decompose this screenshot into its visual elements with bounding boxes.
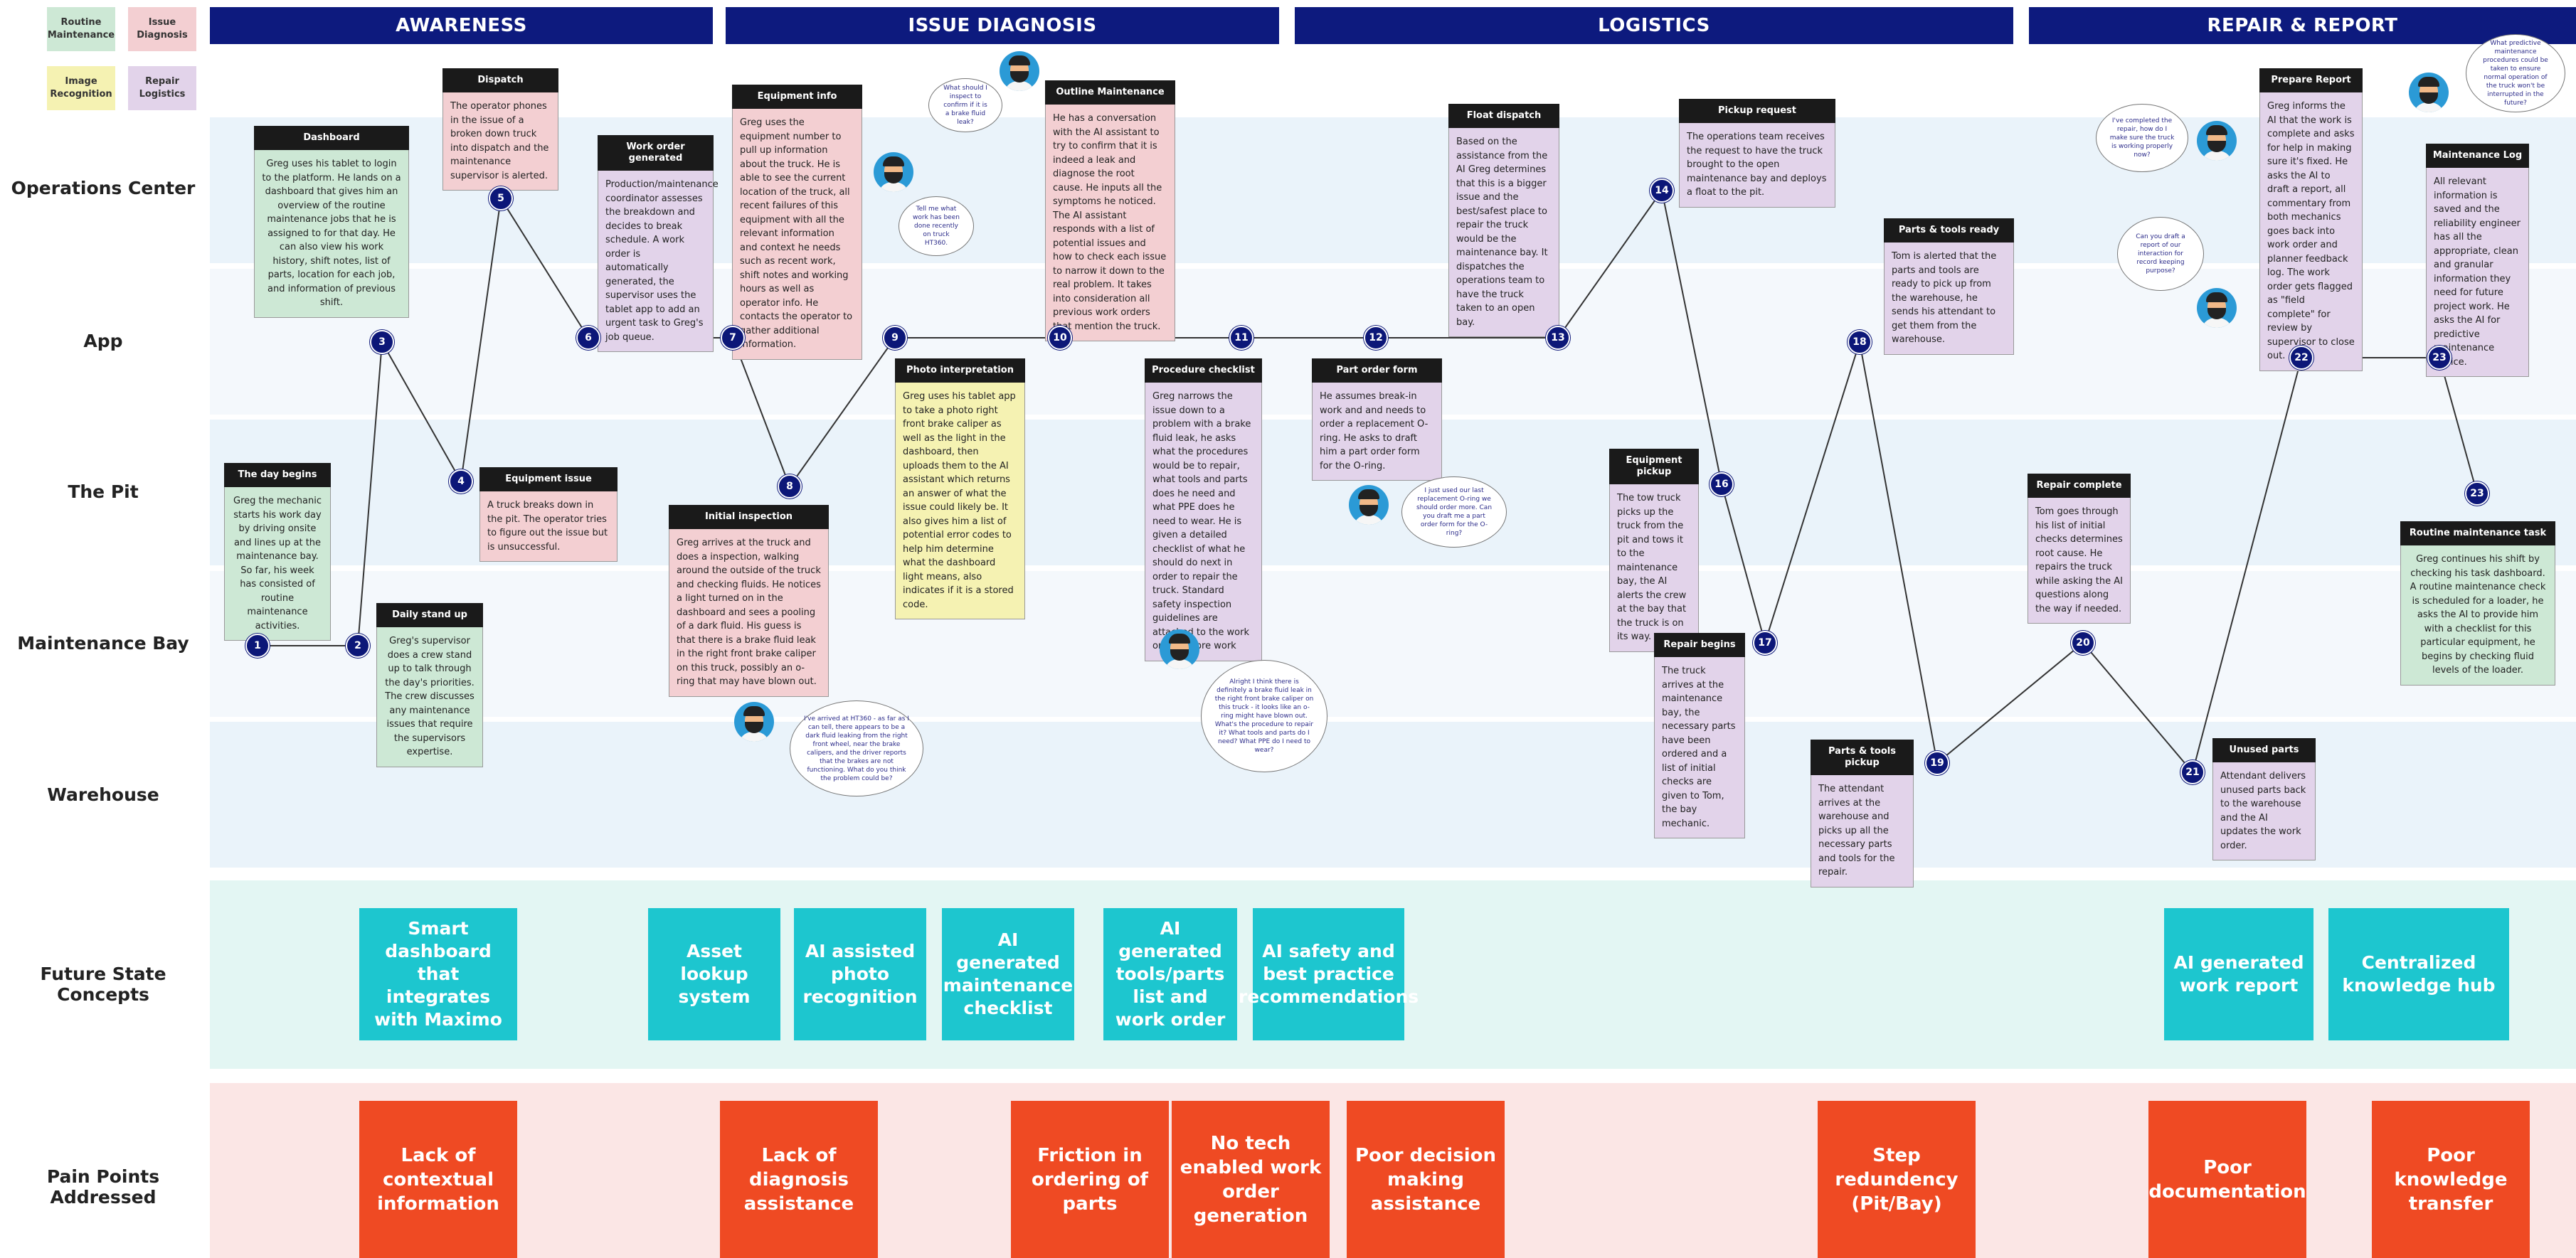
step-node[interactable]: 14 <box>1650 178 1674 203</box>
speech-bubble: What should I inspect to confirm if it i… <box>928 78 1002 132</box>
row-pain: Pain Points Addressed <box>46 1166 160 1208</box>
step-node[interactable]: 3 <box>370 330 394 354</box>
pain-point-box: No tech enabled work order generation <box>1172 1101 1330 1258</box>
mechanic-avatar-icon <box>734 702 774 742</box>
lane-bay <box>210 571 2576 717</box>
legend-repair: Repair Logistics <box>128 66 196 110</box>
phase-diagnosis: ISSUE DIAGNOSIS <box>726 7 1279 44</box>
speech-bubble: Alright I think there is definitely a br… <box>1201 660 1327 772</box>
speech-bubble: Tell me what work has been done recently… <box>899 196 974 256</box>
speech-bubble: I've completed the repair, how do I make… <box>2096 104 2188 172</box>
step-node[interactable]: 9 <box>883 326 907 350</box>
mechanic-avatar-icon <box>2197 288 2237 328</box>
mechanic-avatar-icon <box>1349 485 1389 525</box>
legend-image: Image Recognition <box>47 66 115 110</box>
pain-point-box: Lack of contextual information <box>359 1101 517 1258</box>
phase-repair: REPAIR & REPORT <box>2029 7 2576 44</box>
legend-routine: Routine Maintenance <box>47 7 115 51</box>
concept-box: AI assisted photo recognition <box>794 908 926 1040</box>
lane-warehouse <box>210 722 2576 868</box>
step-node[interactable]: 17 <box>1753 631 1777 655</box>
pain-point-box: Poor decision making assistance <box>1347 1101 1505 1258</box>
step-node[interactable]: 13 <box>1546 326 1570 350</box>
step-node[interactable]: 20 <box>2071 631 2095 655</box>
concept-box: AI generated tools/parts list and work o… <box>1103 908 1237 1040</box>
concept-box: AI safety and best practice recommendati… <box>1239 908 1419 1040</box>
mechanic-avatar-icon <box>2409 73 2449 112</box>
pain-point-box: Step redundency (Pit/Bay) <box>1818 1101 1976 1258</box>
pain-point-box: Friction in ordering of parts <box>1011 1101 1169 1258</box>
speech-bubble: Can you draft a report of our interactio… <box>2117 217 2204 291</box>
row-app: App <box>83 331 123 351</box>
mechanic-avatar-icon <box>874 152 913 192</box>
row-ops: Operations Center <box>11 178 196 198</box>
row-bay: Maintenance Bay <box>17 633 189 654</box>
step-node[interactable]: 5 <box>489 186 513 210</box>
step-node[interactable]: 7 <box>721 326 745 350</box>
row-future: Future State Concepts <box>40 964 166 1005</box>
mechanic-avatar-icon <box>1000 51 1039 91</box>
speech-bubble: I've arrived at HT360 - as far as I can … <box>790 700 923 796</box>
step-node[interactable]: 4 <box>449 469 473 494</box>
concept-box: Smart dashboard that integrates with Max… <box>359 908 517 1040</box>
step-node[interactable]: 12 <box>1364 326 1388 350</box>
step-node[interactable]: 1 <box>245 634 270 658</box>
step-node[interactable]: 19 <box>1925 751 1949 775</box>
concept-box: AI generated maintenance checklist <box>942 908 1074 1040</box>
step-node[interactable]: 2 <box>346 634 370 658</box>
mechanic-avatar-icon <box>1160 629 1199 669</box>
speech-bubble: I just used our last replacement O-ring … <box>1401 476 1507 548</box>
step-node[interactable]: 23 <box>2427 346 2452 370</box>
pain-point-box: Lack of diagnosis assistance <box>720 1101 878 1258</box>
step-node[interactable]: 21 <box>2180 760 2205 784</box>
concept-box: Asset lookup system <box>648 908 780 1040</box>
concept-box: AI generated work report <box>2164 908 2313 1040</box>
pain-point-box: Poor knowledge transfer <box>2372 1101 2530 1258</box>
step-node[interactable]: 6 <box>576 326 600 350</box>
concept-box: Centralized knowledge hub <box>2328 908 2509 1040</box>
step-node[interactable]: 18 <box>1848 330 1872 354</box>
step-node[interactable]: 10 <box>1048 326 1072 350</box>
row-warehouse: Warehouse <box>47 784 159 805</box>
legend-issue: Issue Diagnosis <box>128 7 196 51</box>
step-node[interactable]: 23 <box>2465 481 2489 506</box>
phase-logistics: LOGISTICS <box>1295 7 2013 44</box>
speech-bubble: What predictive maintenance procedures c… <box>2466 34 2565 112</box>
phase-awareness: AWARENESS <box>210 7 713 44</box>
row-pit: The Pit <box>68 481 139 502</box>
step-node[interactable]: 11 <box>1229 326 1253 350</box>
mechanic-avatar-icon <box>2197 121 2237 161</box>
step-node[interactable]: 16 <box>1710 472 1734 496</box>
step-node[interactable]: 22 <box>2289 346 2313 370</box>
step-node[interactable]: 8 <box>778 474 802 499</box>
pain-point-box: Poor documentation <box>2148 1101 2306 1258</box>
